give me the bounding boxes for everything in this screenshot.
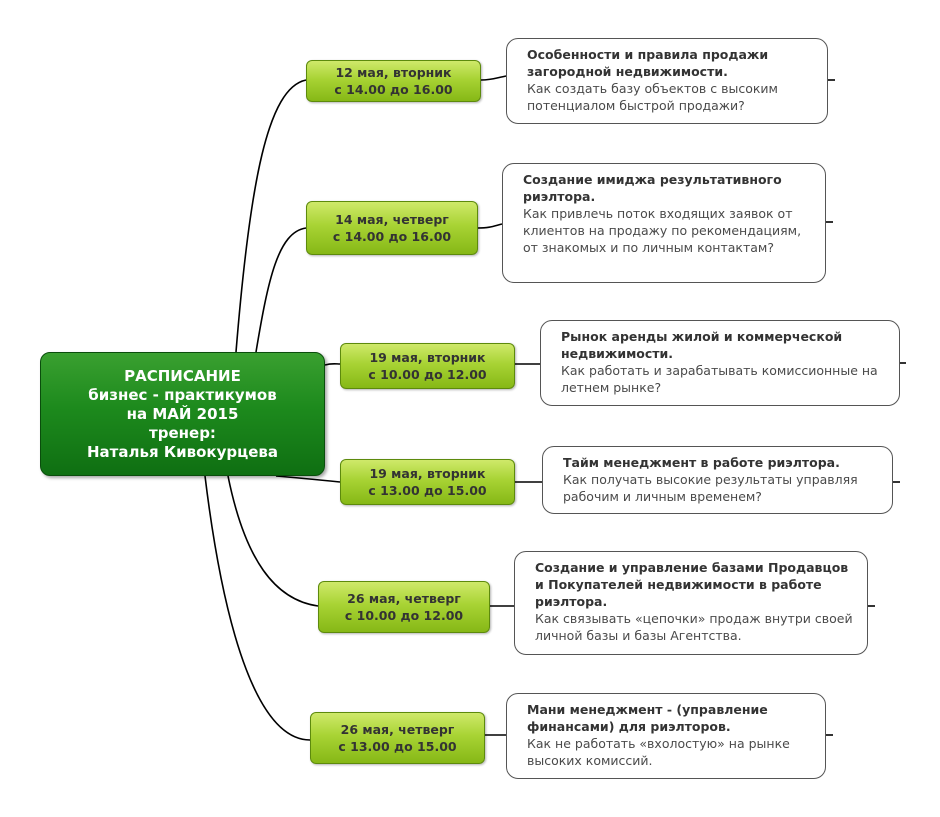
date-node-4: 19 мая, вторник с 13.00 до 15.00 (340, 459, 515, 505)
topic-description: Как работать и зарабатывать комиссионные… (561, 363, 878, 395)
topic-node-3: Рынок аренды жилой и коммерческой недвиж… (540, 320, 900, 406)
time-label: с 10.00 до 12.00 (368, 367, 487, 382)
connector-center-date-6 (204, 475, 311, 741)
center-trainer-name: Наталья Кивокурцева (87, 442, 278, 461)
date-node-3: 19 мая, вторник с 10.00 до 12.00 (340, 343, 515, 389)
date-label: 26 мая, четверг (347, 591, 461, 606)
topic-node-4: Тайм менеджмент в работе риэлтора. Как п… (542, 446, 893, 514)
connector-date-topic-2 (477, 223, 503, 229)
topic-description: Как связывать «цепочки» продаж внутри св… (535, 611, 853, 643)
date-node-1: 12 мая, вторник с 14.00 до 16.00 (306, 60, 481, 102)
topic-node-5: Создание и управление базами Продавцов и… (514, 551, 868, 655)
center-trainer-label: тренер: (149, 423, 216, 442)
date-label: 19 мая, вторник (369, 350, 486, 365)
topic-title: Создание и управление базами Продавцов и… (535, 560, 849, 609)
topic-title: Создание имиджа результативного риэлтора… (523, 172, 782, 204)
date-node-6: 26 мая, четверг с 13.00 до 15.00 (310, 712, 485, 764)
date-label: 12 мая, вторник (335, 65, 452, 80)
time-label: с 13.00 до 15.00 (368, 483, 487, 498)
topic-node-1: Особенности и правила продажи загородной… (506, 38, 828, 124)
center-node: РАСПИСАНИЕ бизнес - практикумов на МАЙ 2… (40, 352, 325, 476)
topic-node-2: Создание имиджа результативного риэлтора… (502, 163, 826, 283)
topic-description: Как не работать «вхолостую» на рынке выс… (527, 736, 790, 768)
date-label: 26 мая, четверг (340, 722, 455, 737)
time-label: с 14.00 до 16.00 (334, 82, 453, 97)
topic-node-6: Мани менеджмент - (управление финансами)… (506, 693, 826, 779)
topic-title: Рынок аренды жилой и коммерческой недвиж… (561, 329, 843, 361)
center-title: РАСПИСАНИЕ (124, 366, 241, 385)
time-label: с 13.00 до 15.00 (338, 739, 457, 754)
topic-description: Как создать базу объектов с высоким поте… (527, 81, 778, 113)
connector-date-topic-1 (480, 75, 507, 81)
date-node-2: 14 мая, четверг с 14.00 до 16.00 (306, 201, 478, 255)
connector-center-date-3 (324, 362, 341, 366)
center-month: на МАЙ 2015 (126, 404, 239, 423)
date-label: 19 мая, вторник (369, 466, 486, 481)
connector-center-date-2 (255, 227, 307, 353)
topic-title: Особенности и правила продажи загородной… (527, 47, 769, 79)
connector-center-date-4 (275, 475, 341, 483)
date-label: 14 мая, четверг (335, 212, 449, 227)
topic-title: Тайм менеджмент в работе риэлтора. (563, 455, 840, 470)
time-label: с 10.00 до 12.00 (344, 608, 464, 623)
topic-title: Мани менеджмент - (управление финансами)… (527, 702, 768, 734)
time-label: с 14.00 до 16.00 (332, 229, 452, 244)
connector-center-date-5 (227, 475, 319, 607)
topic-description: Как привлечь поток входящих заявок от кл… (523, 206, 802, 255)
topic-description: Как получать высокие результаты управляя… (563, 472, 858, 504)
center-subtitle: бизнес - практикумов (88, 385, 277, 404)
connector-center-date-1 (235, 79, 307, 353)
date-node-5: 26 мая, четверг с 10.00 до 12.00 (318, 581, 490, 633)
